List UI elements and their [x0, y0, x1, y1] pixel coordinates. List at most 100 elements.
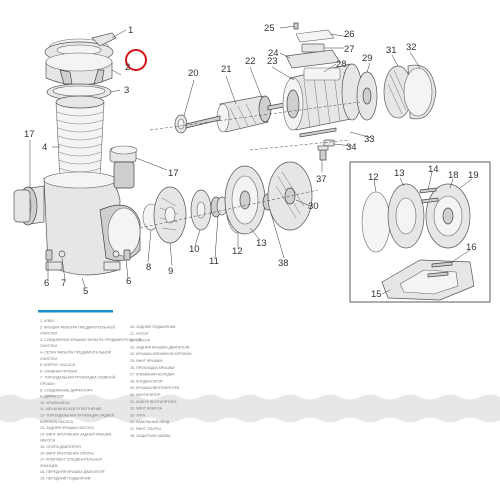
part-22-stator [282, 63, 359, 131]
callout-31: 31 [386, 45, 397, 56]
callout-26: 26 [344, 29, 355, 40]
legend-left-line: 17- КОМПЛЕКТ СОЕДИНИТЕЛЬНЫХ [40, 458, 103, 462]
part-5-pump-housing [18, 171, 141, 276]
legend-accent-bar [38, 310, 113, 313]
legend-right-line: 30- ВЕНТИЛЯТОР [130, 393, 161, 397]
callout-37: 37 [316, 174, 327, 185]
callout-27: 27 [344, 44, 355, 55]
callout-24: 24 [268, 48, 279, 59]
callout-6a: 6 [44, 278, 49, 289]
callout-6b: 6 [126, 276, 131, 287]
callout-8: 8 [146, 262, 151, 273]
legend-right-line: 29- КРЫШКА ВЕНТИЛЯТОРА [130, 386, 180, 390]
part-20-rear-bearing [174, 114, 188, 134]
part-11-mechanical-seal [210, 196, 228, 218]
legend-left-line: 15- ОПОРА ДВИГАТЕЛЯ [40, 445, 81, 449]
part-27-terminal-block [301, 43, 325, 53]
legend-left-line: 2- КРЫШКА ФИЛЬТРА ПРЕДВАРИТЕЛЬНОЙ [40, 325, 115, 329]
legend-left-line: 12- ТОРОИДАЛЬНАЯ ПРОКЛАДКА ЗАДНЕЙ [40, 414, 115, 418]
legend-left-line: 4- СЕТКА ФИЛЬТРА ПРЕДВАРИТЕЛЬНОЙ [40, 351, 111, 355]
callout-13b: 13 [394, 168, 405, 179]
leader-lines [29, 29, 473, 295]
callout-17a: 17 [24, 129, 35, 140]
callout-3: 3 [124, 85, 129, 96]
inset-part-12-oring [361, 191, 391, 253]
callout-5: 5 [83, 286, 88, 297]
legend-left-column: 1- КЛЮЧ 2- КРЫШКА ФИЛЬТРА ПРЕДВАРИТЕЛЬНОЙ… [40, 319, 142, 481]
legend-right-line: 37- ВИНТ ОПОРЫ [130, 427, 161, 431]
part-30-front-flange [267, 161, 313, 231]
legend-separator [0, 394, 500, 423]
part-33-tie-rod [299, 127, 337, 138]
callout-13a: 13 [256, 238, 267, 249]
callout-30: 30 [308, 201, 319, 212]
part-9-diffuser [153, 186, 187, 244]
legend-left-line: 6- СЛИВНАЯ ПРОБКА [40, 369, 78, 373]
inset-motor-detail [349, 161, 491, 303]
callout-18: 18 [448, 170, 459, 181]
callout-7: 7 [61, 278, 66, 289]
callout-17b: 17 [168, 168, 179, 179]
callout-23: 23 [267, 56, 278, 67]
callout-1: 1 [128, 25, 133, 36]
legend-left-line: 7- ТОРОИДАЛЬНАЯ ПРОКЛАДКА СЛИВНОЙ [40, 376, 116, 380]
callout-20: 20 [188, 68, 199, 79]
part-6-drain-plug [45, 249, 131, 261]
legend-left-line: ОЧИСТКИ [40, 357, 57, 361]
part-31-fan [383, 65, 413, 119]
part-4-strainer-basket [55, 95, 105, 185]
part-28-capacitor [303, 67, 341, 81]
legend-right-line: 26- ПРОКЛАДКА КРЫШКИ [130, 366, 175, 370]
part-13-back-cover [224, 165, 266, 235]
callout-2-highlight-circle [125, 49, 147, 71]
callout-10: 10 [189, 244, 200, 255]
legend-left-line: ОЧИСТКИ [40, 332, 57, 336]
callout-29: 29 [362, 53, 373, 64]
part-34-cable-gland [323, 139, 335, 147]
legend-left-line: 13- ЗАДНЯЯ КРЫШКА НАСОСА [40, 426, 94, 430]
callout-2: 2 [125, 62, 130, 73]
callout-16: 16 [466, 242, 477, 253]
callout-9: 9 [168, 266, 173, 277]
part-37-foot-screw [317, 145, 329, 161]
callout-32: 32 [406, 42, 417, 53]
inset-part-16-foot-screws [427, 261, 453, 278]
legend-left-line: ПРОБКИ [40, 382, 55, 386]
callout-4: 4 [42, 142, 47, 153]
callout-15: 15 [371, 289, 382, 300]
inset-part-14-screws [419, 187, 439, 204]
legend-left-line: НАСОСА [40, 439, 56, 443]
inset-part-13-back-cover [387, 183, 425, 249]
legend-right-line: 32- ВИНТ КОЖУХА [130, 407, 163, 411]
part-2-lid [45, 52, 113, 86]
legend-left-line: 11- МЕХАНИЧЕСКОЕ УПЛОТНЕНИЕ [40, 407, 102, 411]
legend-left-line: 5- КОРПУС НАСОСА [40, 363, 76, 367]
impeller-group [139, 161, 319, 244]
legend-right-line: 38- ЗАЩИТНАЯ ШАЙБА [130, 434, 171, 438]
motor-group [149, 22, 437, 161]
legend-right-line: 22- СТАТОР [130, 339, 151, 343]
callout-22: 22 [245, 56, 256, 67]
legend-left-line: 18- ПЕРЕДНЯЯ КРЫШКА ДВИГАТЕЛЯ [40, 470, 105, 474]
legend-left-line: ОЧИСТКИ [40, 344, 57, 348]
callout-19: 19 [468, 170, 479, 181]
legend-left-line: ФЛАНЦЕВ [40, 464, 58, 468]
part-21-rotor [185, 95, 285, 133]
legend-right-line: 27- КЛЕММНАЯ КОЛОДКА [130, 373, 175, 377]
legend-right-line: 21- РОТОР [130, 332, 149, 336]
legend-left-line: 10- КРЫЛЬЧАТКА [40, 401, 70, 405]
inset-part-15-motor-foot [381, 259, 475, 301]
legend-right-line: 34- КАБЕЛЬНЫЙ ВВОД [130, 420, 170, 424]
callout-labels: 1 2 3 4 5 6 6 7 8 9 10 11 12 12 13 13 14… [24, 23, 479, 300]
callout-38: 38 [278, 258, 289, 269]
legend-right-line: 24- КРЫШКА КЛЕММНОЙ КОРОБКИ [130, 352, 192, 356]
part-17-union-set [13, 145, 138, 223]
legend-right-line: 28- КОНДЕНСАТОР [130, 379, 164, 383]
legend-left-line: 1- КЛЮЧ [40, 319, 55, 323]
callout-33: 33 [364, 134, 375, 145]
part-25-cover-screw [279, 22, 299, 30]
part-24-terminal-cover [285, 49, 341, 69]
part-10-impeller [190, 189, 212, 231]
legend-left-line: 8- СОЕДИНЕНИЕ ДИФФУЗОРА [40, 388, 93, 392]
